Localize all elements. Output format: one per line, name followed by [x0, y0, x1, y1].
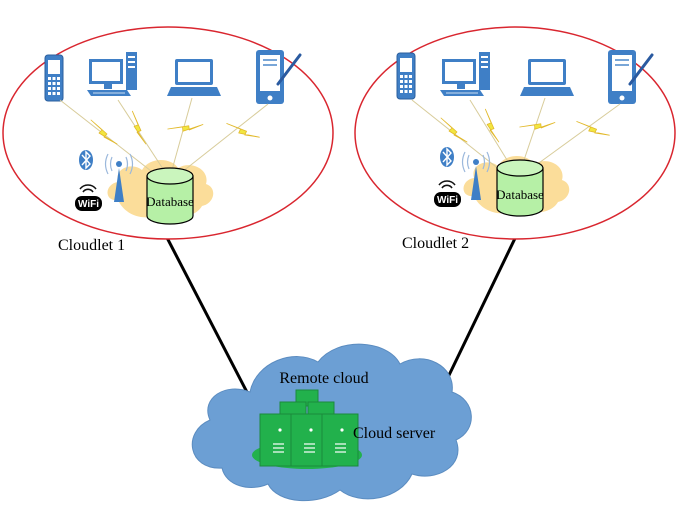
cloudlet-2-label: Cloudlet 2 [402, 235, 469, 252]
bluetooth-icon [440, 147, 454, 167]
database-label: Database [146, 194, 194, 209]
svg-text:WiFi: WiFi [437, 195, 458, 206]
cloud-server-label: Cloud server [353, 425, 436, 442]
cloudlet-1: WiFi Database Cloudlet 1 [2, 26, 334, 254]
bluetooth-icon [79, 150, 93, 170]
mobile-phone-icon [396, 52, 416, 100]
cloudlet-2-boundary [354, 26, 676, 240]
wifi-icon: WiFi [75, 184, 102, 211]
link-cloudlet2-remote [436, 227, 522, 399]
database-icon: Database [146, 167, 194, 225]
link-cloudlet1-remote [160, 227, 252, 399]
cloudlet-2: WiFi Database Cloudlet 2 [354, 26, 676, 252]
svg-text:WiFi: WiFi [78, 199, 99, 210]
remote-cloud-title: Remote cloud [279, 370, 368, 387]
database-label: Database [496, 187, 544, 202]
cell-tower-icon [461, 151, 491, 200]
database-icon: Database [496, 159, 544, 217]
laptop-icon [520, 59, 574, 96]
laptop-icon [167, 59, 221, 96]
wifi-icon: WiFi [434, 180, 461, 207]
remote-cloud: Remote cloud Cloud server [191, 343, 472, 502]
mobile-phone-icon [44, 54, 64, 102]
server-rack-icon [252, 389, 362, 469]
cloudlet-1-label: Cloudlet 1 [58, 237, 125, 254]
cell-tower-icon [104, 153, 134, 202]
